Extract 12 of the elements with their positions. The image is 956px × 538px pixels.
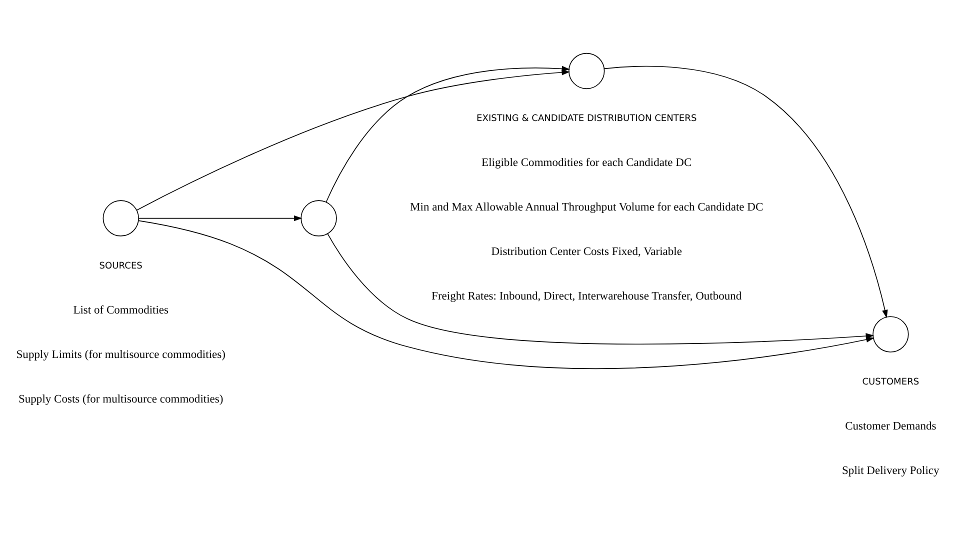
label: EXISTING & CANDIDATE DISTRIBUTION CENTERS xyxy=(476,114,697,124)
label: Customer Demands xyxy=(845,420,936,432)
label: Distribution Center Costs Fixed, Variable xyxy=(491,246,682,258)
label: Supply Limits (for multisource commodities) xyxy=(16,348,226,360)
label: CUSTOMERS xyxy=(862,376,920,387)
label: Supply Costs (for multisource commodities) xyxy=(18,392,224,405)
label: SOURCES xyxy=(99,260,142,271)
label: Split Delivery Policy xyxy=(842,464,940,476)
label: List of Commodities xyxy=(73,304,169,316)
label: Freight Rates: Inbound, Direct, Interwarehouse Transfer, Outbound xyxy=(432,290,742,302)
label: Eligible Commodities for each Candidate DC xyxy=(482,156,692,169)
label: Min and Max Allowable Annual Throughput Volume for each Candidate DC xyxy=(410,201,764,214)
